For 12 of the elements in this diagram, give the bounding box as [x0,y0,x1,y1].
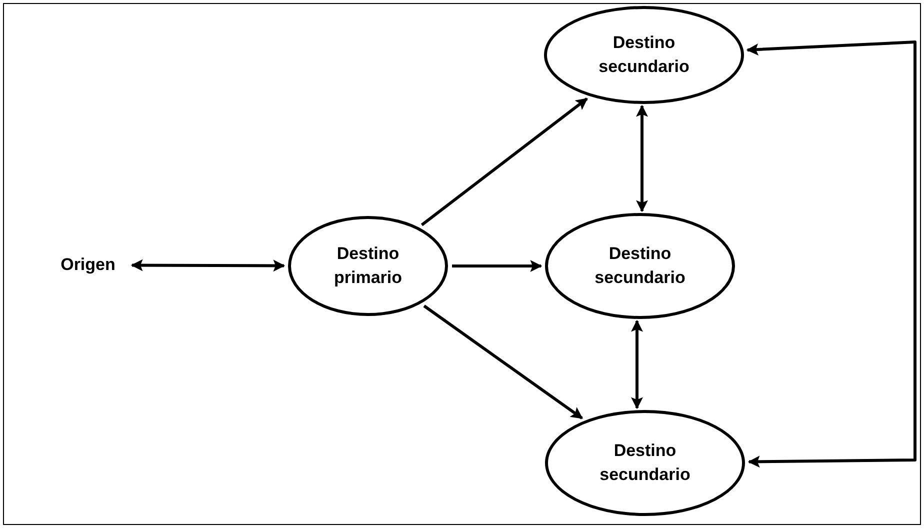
arrow [631,320,643,410]
arrow [452,260,542,272]
arrow [423,304,583,420]
arrow [420,98,588,226]
node-label: Destino secundario [598,32,690,78]
node-label: Destino secundario [594,243,686,289]
node-label: Destino secundario [598,440,692,486]
node-label: Destino primario [332,243,404,289]
node-label: Origen [60,254,116,276]
arrow [636,104,648,212]
arrow [130,259,286,272]
arrow [746,40,916,468]
